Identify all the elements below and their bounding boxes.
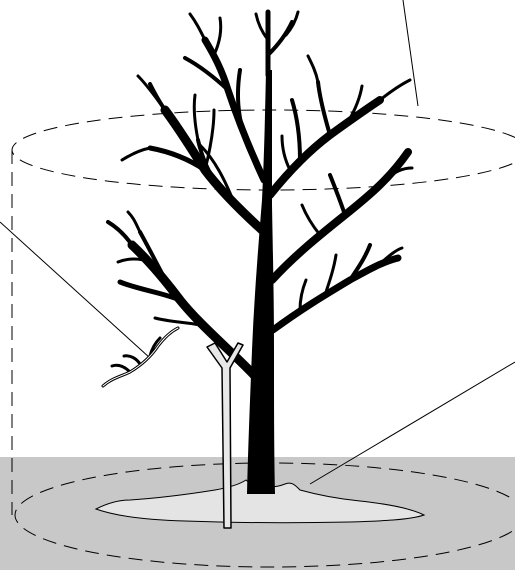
leader-line-top — [403, 0, 418, 106]
leader-line-left — [0, 222, 150, 358]
